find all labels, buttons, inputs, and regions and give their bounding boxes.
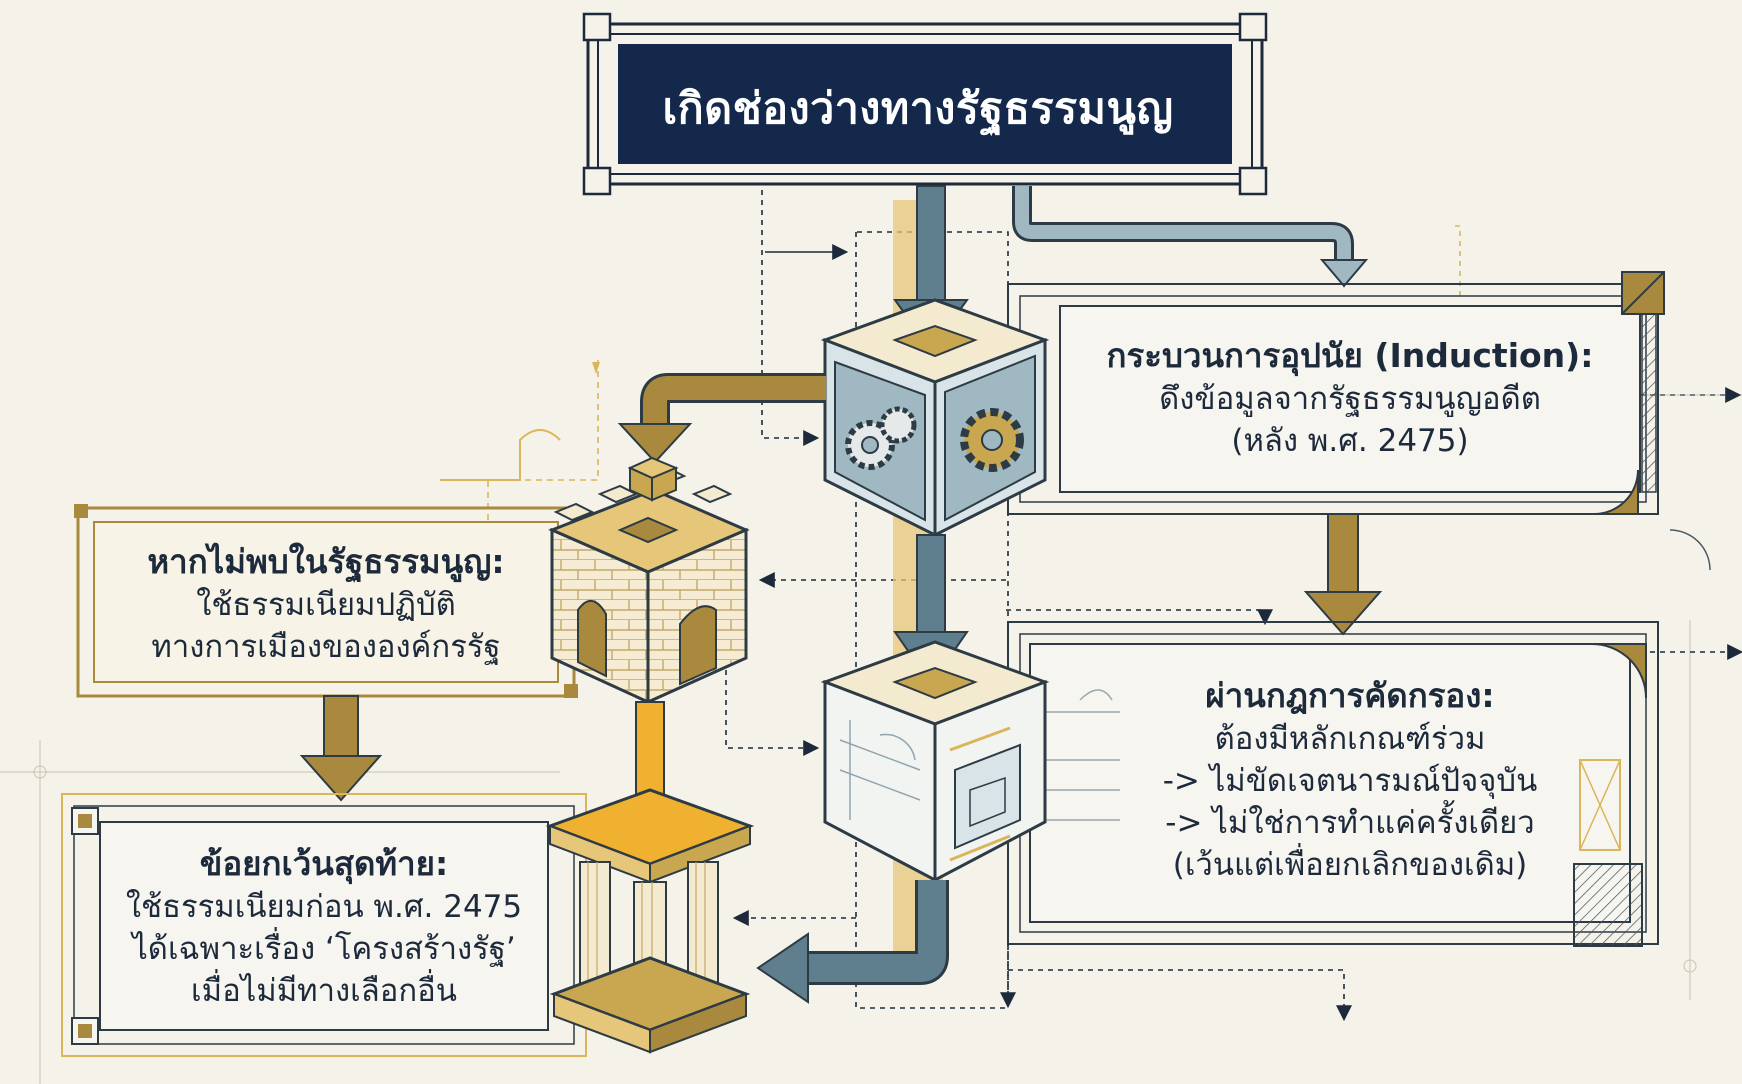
filter-cube xyxy=(820,640,1050,883)
page-title: เกิดช่องว่างทางรัฐธรรมนูญ xyxy=(662,84,1174,134)
filter-line-3: -> ไม่ใช่การทำแค่ครั้งเดียว xyxy=(1165,805,1535,841)
induction-box: กระบวนการอุปนัย (Induction): ดึงข้อมูลจา… xyxy=(1066,334,1634,462)
gold-guide-arrowhead xyxy=(592,362,600,374)
filter-line-1: ต้องมีหลักเกณฑ์ร่วม xyxy=(1214,721,1486,757)
gold-dotted-guide xyxy=(487,360,599,520)
not-found-heading: หากไม่พบในรัฐธรรมนูญ: xyxy=(147,542,505,581)
exception-line-2: ได้เฉพาะเรื่อง ‘โครงสร้างรัฐ’ xyxy=(132,931,516,967)
exception-box: ข้อยกเว้นสุดท้าย: ใช้ธรรมเนียมก่อน พ.ศ. … xyxy=(104,842,544,1012)
arrow-induction-to-filter xyxy=(1303,513,1383,636)
exception-heading: ข้อยกเว้นสุดท้าย: xyxy=(199,844,449,883)
arrow-title-to-induction-box xyxy=(1015,186,1351,262)
arrow-filter-cube-to-exception xyxy=(756,880,949,1004)
filter-line-4: (เว้นแต่เพื่อยกเลิกของเดิม) xyxy=(1172,847,1528,883)
not-found-line-2: ทางการเมืองขององค์กรรัฐ xyxy=(151,629,501,665)
exception-box-frame xyxy=(61,793,587,1057)
induction-cube xyxy=(820,298,1050,538)
arrow-not-found-to-exception xyxy=(299,695,383,802)
exception-line-1: ใช้ธรรมเนียมก่อน พ.ศ. 2475 xyxy=(125,889,523,925)
pillar-icon xyxy=(545,788,755,1054)
induction-box-frame xyxy=(1007,271,1711,571)
induction-line-2: (หลัง พ.ศ. 2475) xyxy=(1231,423,1469,459)
filter-box: ผ่านกฎการคัดกรอง: ต้องมีหลักเกณฑ์ร่วม ->… xyxy=(1120,674,1580,886)
exception-line-3: เมื่อไม่มีทางเลือกอื่น xyxy=(191,973,457,1009)
induction-arrowhead xyxy=(1319,259,1369,288)
arrow-induction-cube-to-tower xyxy=(617,373,826,464)
tower-icon xyxy=(548,456,750,705)
filter-line-2: -> ไม่ขัดเจตนารมณ์ปัจจุบัน xyxy=(1162,763,1538,799)
induction-heading: กระบวนการอุปนัย (Induction): xyxy=(1106,336,1594,375)
title-banner xyxy=(582,12,1268,196)
induction-line-1: ดึงข้อมูลจากรัฐธรรมนูญอดีต xyxy=(1159,381,1541,417)
filter-heading: ผ่านกฎการคัดกรอง: xyxy=(1205,676,1495,715)
filter-box-frame xyxy=(1007,621,1659,947)
not-found-line-1: ใช้ธรรมเนียมปฏิบัติ xyxy=(196,587,456,623)
not-found-box-frame xyxy=(74,429,578,698)
arrow-title-to-induction-box-outline xyxy=(1012,186,1354,262)
not-found-box: หากไม่พบในรัฐธรรมนูญ: ใช้ธรรมเนียมปฏิบัต… xyxy=(100,540,552,668)
